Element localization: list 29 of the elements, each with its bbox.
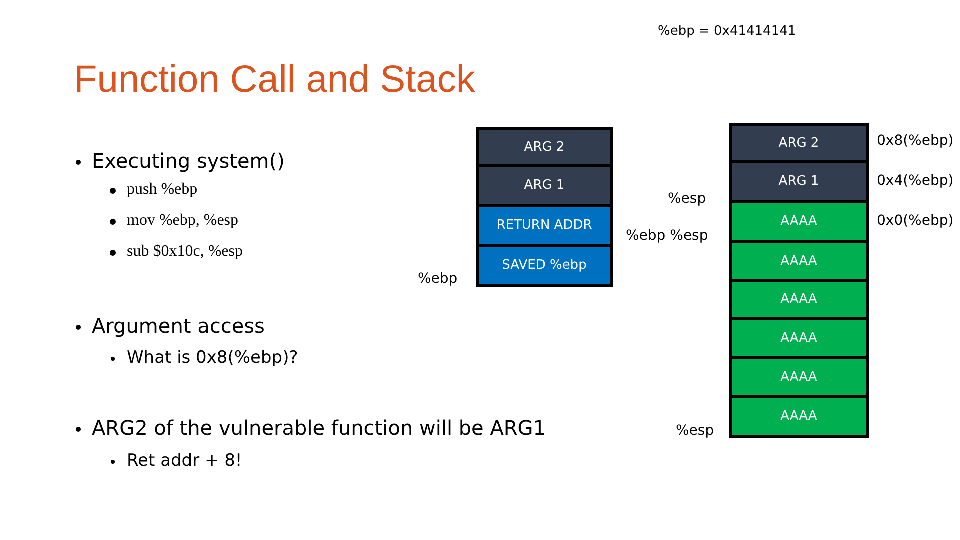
stack-slot: ARG 2 <box>729 123 869 163</box>
stack-slot: AAAA <box>729 243 869 282</box>
offset-label: 0x0(%ebp) <box>877 214 954 230</box>
register-label: %esp <box>676 424 714 440</box>
register-label: %esp <box>668 192 706 208</box>
stack-slot: AAAA <box>729 398 869 438</box>
stack-slot: AAAA <box>729 282 869 320</box>
bullet-text: Ret addr + 8! <box>127 452 242 471</box>
stack-slot: AAAA <box>729 359 869 398</box>
stack-slot: ARG 1 <box>476 167 613 207</box>
bullet-text: ARG2 of the vulnerable function will be ARG1 <box>92 417 546 439</box>
bullet-text: Executing system() <box>92 150 285 172</box>
bullet-text: Argument access <box>92 315 265 337</box>
bullet-text: mov %ebp, %esp <box>127 212 239 230</box>
stack-slot: ARG 2 <box>476 127 613 167</box>
bullet-text: What is 0x8(%ebp)? <box>127 349 298 368</box>
bullet-text: sub $0x10c, %esp <box>127 243 243 261</box>
offset-label: 0x8(%ebp) <box>877 134 954 150</box>
stack-slot: ARG 1 <box>729 163 869 203</box>
bullet-text: push %ebp <box>127 181 198 199</box>
offset-label: 0x4(%ebp) <box>877 174 954 190</box>
stack-slot: SAVED %ebp <box>476 247 613 287</box>
stack-slot: AAAA <box>729 203 869 243</box>
register-label: %ebp <box>418 272 458 288</box>
register-label: %ebp = 0x41414141 <box>658 25 796 40</box>
register-label: %ebp %esp <box>626 229 708 244</box>
stack-slot: RETURN ADDR <box>476 207 613 247</box>
slide-title: Function Call and Stack <box>74 60 476 102</box>
stack-slot: AAAA <box>729 320 869 359</box>
